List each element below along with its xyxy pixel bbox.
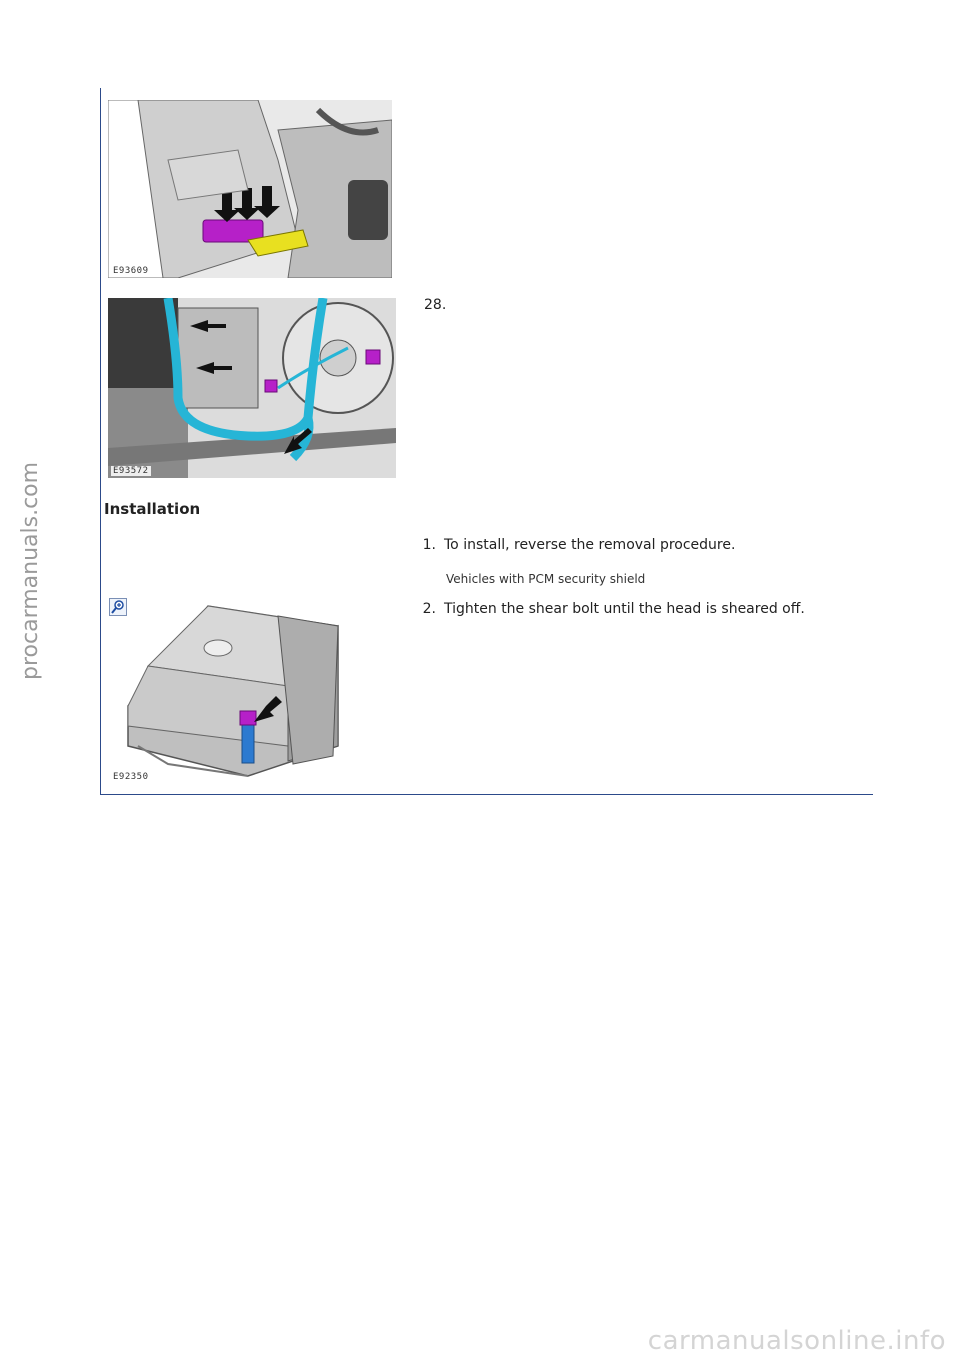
step-number: 2. <box>422 601 436 617</box>
side-watermark: procarmanuals.com <box>18 461 43 680</box>
step-text: Tighten the shear bolt until the head is… <box>444 601 805 617</box>
figure-id-label: E93609 <box>111 266 151 276</box>
left-border-rule <box>100 88 101 794</box>
step-text: To install, reverse the removal procedur… <box>444 537 736 553</box>
installation-heading: Installation <box>104 500 201 518</box>
figure-connectors-top: E93609 <box>108 100 392 278</box>
harness-illustration <box>108 298 396 478</box>
figure-harness: E93572 <box>108 298 396 478</box>
figure-id-label: E93572 <box>111 466 151 476</box>
zoom-magnifier-icon[interactable] <box>109 598 127 616</box>
bottom-watermark: carmanualsonline.info <box>647 1326 946 1356</box>
installation-step-1: 1. To install, reverse the removal proced… <box>408 537 736 553</box>
installation-step-2: 2. Tighten the shear bolt until the head … <box>408 601 805 617</box>
step-number-28: 28. <box>424 297 447 313</box>
vehicle-variant-note: Vehicles with PCM security shield <box>446 572 646 586</box>
figure-id-label: E92350 <box>111 772 151 782</box>
step-number: 1. <box>422 537 436 553</box>
connectors-illustration <box>108 100 392 278</box>
magnifier-plus-icon <box>111 600 124 614</box>
pcm-shield-illustration <box>127 605 339 777</box>
figure-pcm-shield: E92350 <box>108 596 364 784</box>
bottom-border-rule <box>100 794 873 795</box>
